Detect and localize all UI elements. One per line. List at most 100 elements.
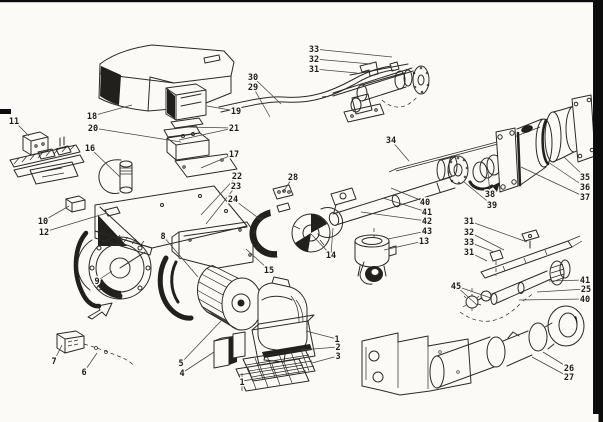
callout-7: 7 (50, 345, 62, 369)
callout-label: 1 (239, 378, 244, 388)
callout-14: 14 (311, 228, 338, 263)
callout-label: 16 (85, 144, 95, 154)
part-nozzle-rail-right (481, 230, 582, 278)
callout-label: 8 (160, 232, 165, 242)
callout-label: 36 (580, 183, 590, 193)
callout-32: 32 (307, 54, 371, 67)
callout-leader-line (184, 127, 234, 128)
callout-28: 28 (283, 172, 300, 192)
callout-leader-line (233, 199, 261, 220)
callout-43: 43 (388, 226, 434, 239)
callout-4: 4 (178, 352, 214, 381)
callout-label: 41 (422, 208, 432, 218)
callout-leader-line (464, 182, 492, 205)
callout-label: 40 (420, 198, 430, 208)
callout-12: 12 (37, 213, 107, 240)
callout-leader-line (383, 198, 427, 212)
callout-40: 40 (519, 294, 592, 307)
callout-leader-line (201, 154, 234, 168)
callout-leader-line (488, 172, 490, 194)
callout-label: 34 (386, 136, 396, 146)
callout-label: 31 (309, 65, 319, 75)
callout-18: 18 (85, 105, 132, 124)
part-blower-flange (76, 233, 151, 306)
callout-label: 21 (229, 124, 239, 134)
callout-leader-line (469, 221, 527, 242)
callout-leader-line (163, 236, 198, 277)
callout-label: 7 (51, 357, 56, 367)
callout-leader-line (246, 249, 269, 270)
callout-leader-line (301, 347, 338, 350)
callout-label: 32 (309, 55, 319, 65)
callout-26: 26 (543, 352, 576, 376)
callout-9: 9 (93, 271, 112, 289)
callout-leader-line (44, 213, 107, 232)
part-blast-tube (430, 306, 584, 388)
callout-label: 3 (335, 352, 340, 362)
part-gasket-28 (273, 185, 293, 199)
part-control-box (166, 84, 206, 120)
callout-15: 15 (246, 249, 276, 278)
callout-leader-line (521, 167, 585, 197)
part-bracket-weldment (362, 333, 471, 395)
callout-leader-line (314, 59, 371, 64)
callout-leader-line (469, 232, 504, 250)
part-long-rod (389, 99, 592, 172)
callout-label: 11 (9, 117, 19, 127)
part-cover-hood (99, 45, 234, 111)
callout-leader-line (306, 331, 337, 339)
callout-label: 10 (38, 217, 48, 227)
callout-leader-line (253, 87, 270, 117)
callout-label: 37 (580, 193, 590, 203)
callout-16: 16 (83, 143, 120, 177)
callout-label: 20 (88, 124, 98, 134)
callout-31: 31 (307, 64, 357, 77)
callout-leader-line (179, 128, 234, 140)
callout-label: 30 (248, 73, 258, 83)
callout-label: 15 (264, 266, 274, 276)
callout-leader-line (14, 121, 29, 136)
callout-leader-line (54, 345, 62, 361)
callout-17: 17 (201, 149, 241, 168)
callout-label: 31 (464, 248, 474, 258)
part-fan-wheel (197, 266, 262, 331)
part-nozzle-assembly-top (322, 62, 429, 122)
callout-leader-line (253, 77, 281, 104)
callout-label: 14 (326, 251, 336, 261)
callout-41: 41 (549, 275, 592, 288)
callout-37: 37 (521, 167, 592, 205)
callout-label: 39 (487, 201, 497, 211)
callout-29: 29 (246, 82, 270, 117)
part-motor-housing (258, 277, 307, 362)
callout-label: 23 (231, 182, 241, 192)
callout-label: 41 (580, 276, 590, 286)
callout-42: 42 (361, 212, 434, 229)
callout-leader-line (90, 148, 120, 177)
callout-6: 6 (80, 353, 97, 380)
part-damper-blocks (214, 332, 245, 368)
callout-31: 31 (462, 247, 487, 261)
callout-leader-line (384, 241, 424, 250)
callout-39: 39 (464, 182, 499, 213)
callout-label: 25 (581, 285, 591, 295)
callout-36: 36 (548, 162, 592, 195)
part-small-plate-12 (105, 207, 120, 216)
callout-leader-line (548, 162, 585, 187)
part-spring-valve-38 (470, 155, 501, 192)
callout-label: 33 (464, 238, 474, 248)
callout-leader-line (97, 271, 112, 281)
callout-label: 33 (309, 45, 319, 55)
part-capacitor (99, 160, 132, 194)
callout-leader-line (469, 252, 487, 261)
callout-leader-line (543, 352, 569, 368)
callout-leader-line (206, 186, 236, 224)
callout-27: 27 (532, 357, 576, 385)
callout-leader-line (549, 280, 585, 281)
callout-leader-line (388, 231, 427, 239)
callout-leader-line (92, 105, 132, 116)
callout-leader-line (469, 242, 494, 252)
callout-19: 19 (207, 106, 243, 119)
callout-label: 19 (231, 107, 241, 117)
callout-leader-line (532, 357, 569, 377)
